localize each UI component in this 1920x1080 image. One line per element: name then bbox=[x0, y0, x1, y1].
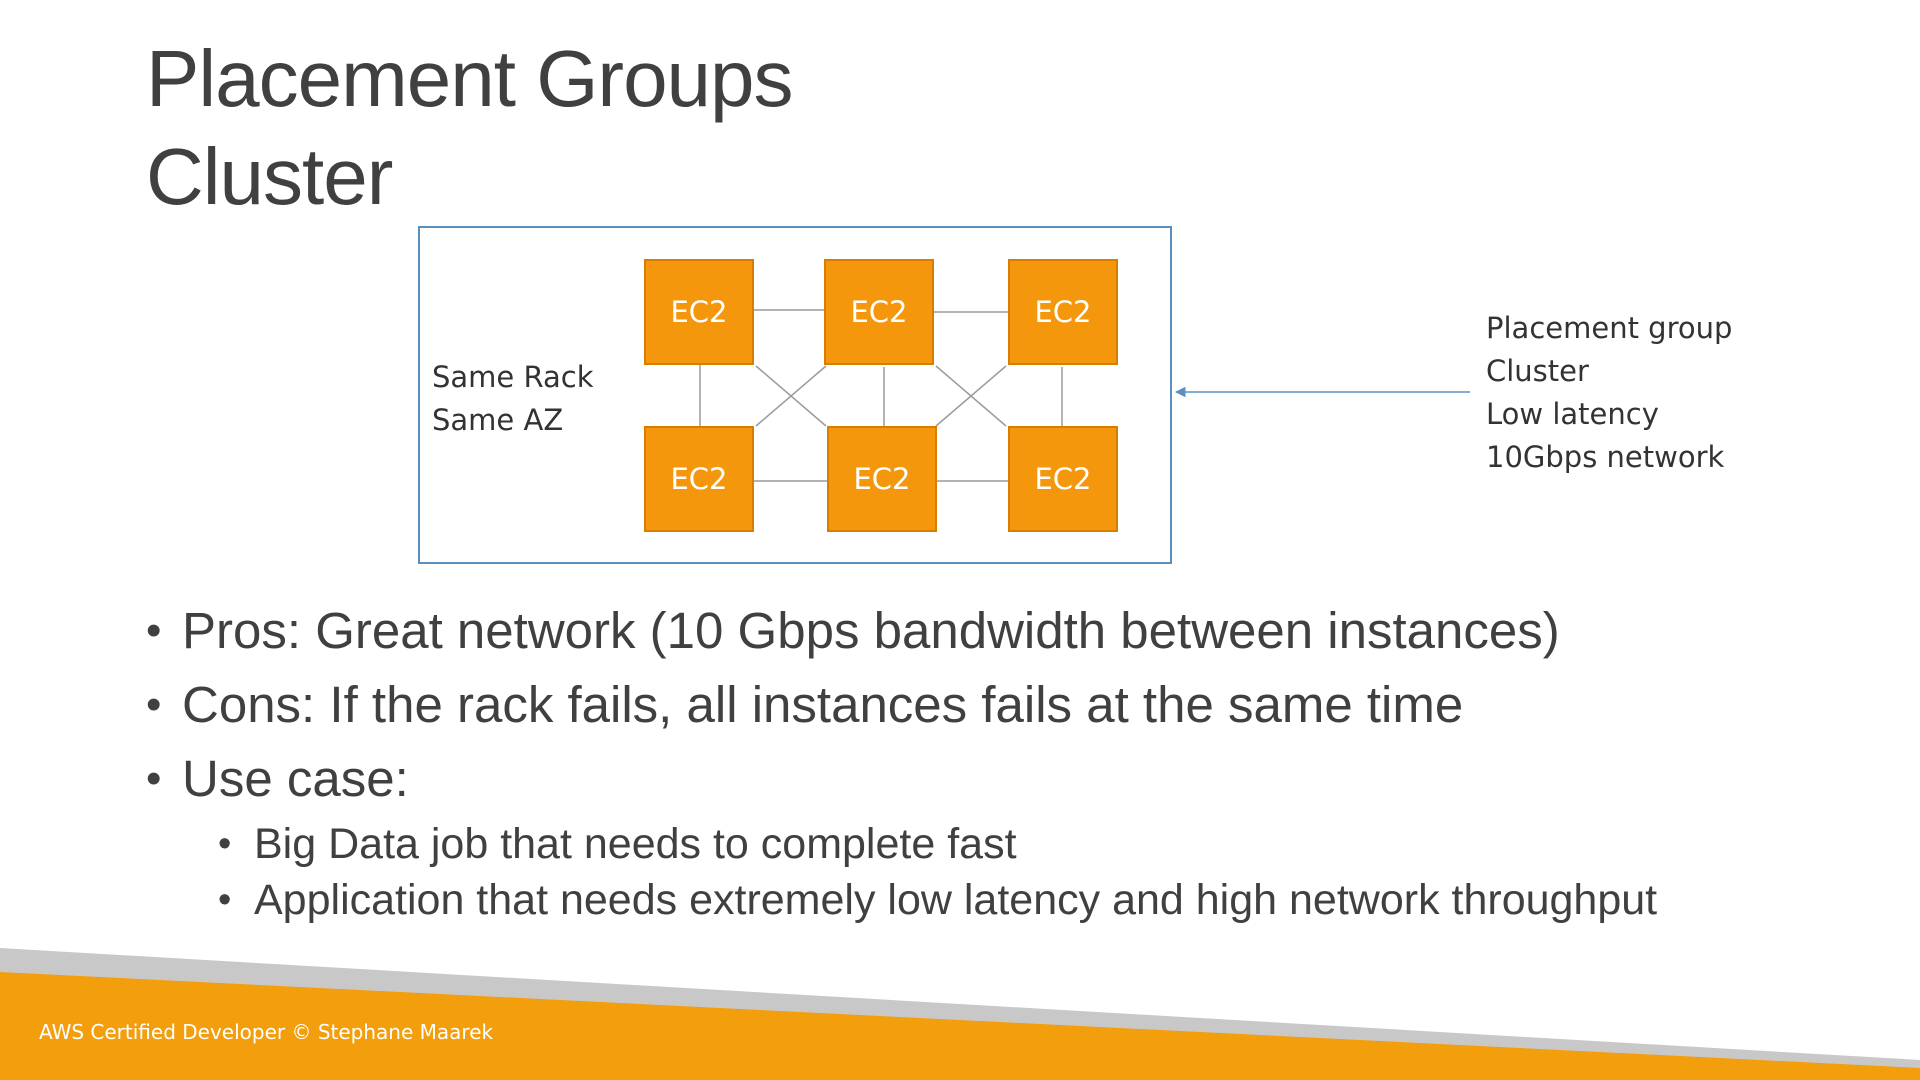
footer-band bbox=[0, 948, 1920, 1080]
sub-bullet-low-latency: Application that needs extremely low lat… bbox=[146, 872, 1657, 928]
sub-bullet-big-data: Big Data job that needs to complete fast bbox=[146, 816, 1657, 872]
ec2-instance-top-2: EC2 bbox=[824, 259, 934, 365]
bullet-pros: Pros: Great network (10 Gbps bandwidth b… bbox=[146, 594, 1657, 668]
note-line-4: 10Gbps network bbox=[1486, 440, 1725, 474]
title-line-2: Cluster bbox=[146, 132, 393, 221]
rack-label-line-1: Same Rack bbox=[432, 360, 594, 394]
rack-az-label: Same Rack Same AZ bbox=[432, 356, 594, 442]
ec2-instance-bottom-2: EC2 bbox=[827, 426, 937, 532]
ec2-instance-bottom-3: EC2 bbox=[1008, 426, 1118, 532]
ec2-instance-bottom-1: EC2 bbox=[644, 426, 754, 532]
rack-label-line-2: Same AZ bbox=[432, 403, 564, 437]
note-line-1: Placement group bbox=[1486, 311, 1733, 345]
footer-copyright: AWS Certified Developer © Stephane Maare… bbox=[39, 1020, 494, 1044]
title-line-1: Placement Groups bbox=[146, 34, 794, 123]
ec2-instance-top-3: EC2 bbox=[1008, 259, 1118, 365]
ec2-instance-top-1: EC2 bbox=[644, 259, 754, 365]
bullet-cons: Cons: If the rack fails, all instances f… bbox=[146, 668, 1657, 742]
bullet-list: Pros: Great network (10 Gbps bandwidth b… bbox=[146, 594, 1657, 928]
note-line-3: Low latency bbox=[1486, 397, 1659, 431]
placement-group-box bbox=[418, 226, 1172, 564]
note-line-2: Cluster bbox=[1486, 354, 1589, 388]
footer-orange bbox=[0, 972, 1920, 1080]
placement-group-note: Placement group Cluster Low latency 10Gb… bbox=[1486, 307, 1732, 479]
bullet-use-case: Use case: bbox=[146, 742, 1657, 816]
slide-title: Placement Groups Cluster bbox=[146, 30, 794, 226]
